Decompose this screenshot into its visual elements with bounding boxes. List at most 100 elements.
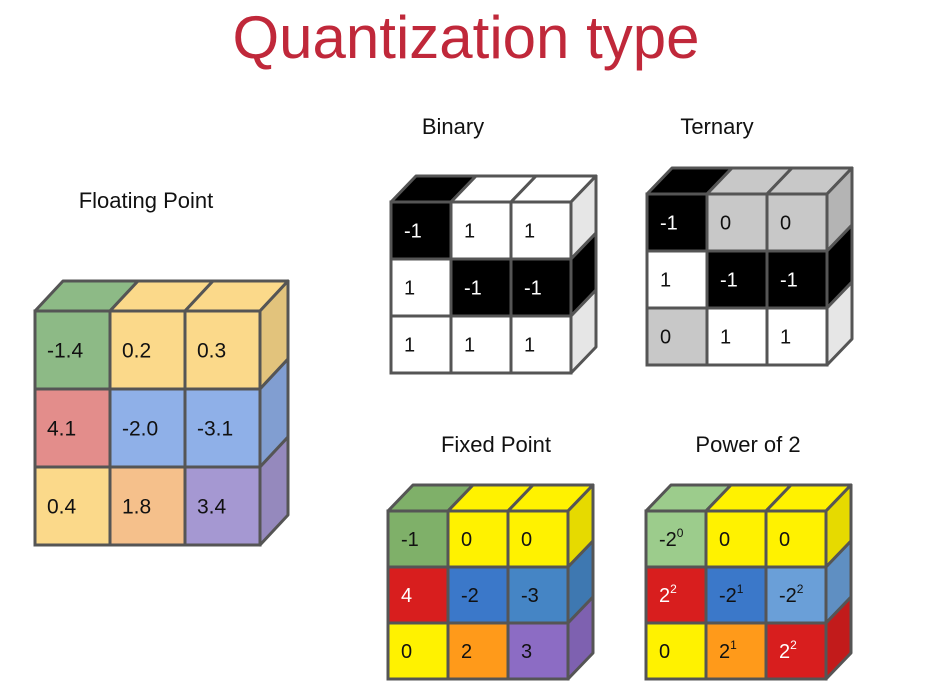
cell-value-text: 1 (464, 221, 475, 243)
floating-point-label: Floating Point (78, 188, 214, 213)
ternary-cell (765, 306, 829, 367)
cell-value-text: -2 (779, 585, 797, 607)
fixed-point-cell (446, 509, 510, 569)
power-of-2-cell-value: -22 (779, 582, 804, 607)
binary-cell (449, 200, 513, 261)
fixed-point-cell-value: 2 (461, 641, 472, 663)
fixed-point-cell-value: 0 (461, 529, 472, 551)
binary-label: Binary (421, 114, 485, 139)
fixed-point-label: Fixed Point (440, 432, 552, 457)
cell-value-text: -2.0 (122, 418, 158, 441)
fixed-point-cell (386, 565, 450, 625)
cell-exponent: 2 (670, 582, 677, 596)
cell-value-text: 0 (779, 529, 790, 551)
cell-value-text: -1 (720, 270, 738, 292)
binary-cell-value: 1 (524, 221, 535, 243)
fixed-point-cell-value: 4 (401, 585, 412, 607)
cell-value-text: -2 (461, 585, 479, 607)
binary-cell (449, 314, 513, 375)
cell-value-text: 0 (660, 327, 671, 349)
binary-cell-value: -1 (464, 278, 482, 300)
ternary-cell-value: 1 (720, 327, 731, 349)
cell-value-text: 4 (401, 585, 412, 607)
cell-value-text: 1 (720, 327, 731, 349)
fixed-point-cell-value: -3 (521, 585, 539, 607)
ternary-cell (765, 192, 829, 253)
floating-point-cell-value: -1.4 (47, 340, 84, 363)
ternary-cell (645, 249, 709, 310)
power-of-2-label: Power of 2 (695, 432, 801, 457)
power-of-2-cell-value: 21 (719, 638, 737, 663)
cell-value-text: 0.3 (197, 340, 226, 363)
binary-cell-value: 1 (464, 221, 475, 243)
cell-value-text: 3 (521, 641, 532, 663)
floating-point-cell (108, 309, 187, 391)
cell-value-text: 1 (524, 221, 535, 243)
cell-value-text: 1 (464, 335, 475, 357)
ternary-cell-value: 1 (660, 270, 671, 292)
cell-value-text: -3 (521, 585, 539, 607)
ternary-cell (765, 249, 829, 310)
power-of-2-cell (644, 621, 708, 681)
cell-exponent: 1 (737, 582, 744, 596)
floating-point-cell-value: 0.2 (122, 340, 151, 363)
ternary-cell (645, 192, 709, 253)
fixed-point-cell (506, 621, 570, 681)
page-title: Quantization type (232, 4, 700, 71)
cell-value-text: -2 (719, 585, 737, 607)
power-of-2-cell-value: 22 (659, 582, 677, 607)
cell-value-text: -1 (780, 270, 798, 292)
binary-cell (509, 200, 573, 261)
floating-point-cell-value: 3.4 (197, 496, 227, 519)
binary-cell-value: 1 (464, 335, 475, 357)
power-of-2-cell-value: -20 (659, 526, 684, 551)
binary-cell (389, 200, 453, 261)
binary-cell-value: -1 (524, 278, 542, 300)
floating-point-cell (108, 465, 187, 547)
fixed-point-cell-value: 0 (401, 641, 412, 663)
binary-cell-value: -1 (404, 221, 422, 243)
cell-value-text: 0 (461, 529, 472, 551)
binary-cell (389, 257, 453, 318)
cell-value-text: 2 (659, 585, 670, 607)
fixed-point-cell-value: -1 (401, 529, 419, 551)
cell-value-text: 0 (719, 529, 730, 551)
cell-value-text: -1 (660, 213, 678, 235)
floating-point-cell-value: -3.1 (197, 418, 233, 441)
cell-value-text: 4.1 (47, 418, 76, 441)
cell-value-text: -1 (524, 278, 542, 300)
binary-cell-value: 1 (404, 335, 415, 357)
binary-cell (389, 314, 453, 375)
cell-value-text: 2 (719, 641, 730, 663)
fixed-point-cell (506, 509, 570, 569)
power-of-2-cell (704, 509, 768, 569)
fixed-point-cell (446, 621, 510, 681)
fixed-point-cell (386, 621, 450, 681)
ternary-label: Ternary (680, 114, 754, 139)
ternary-cell-value: -1 (780, 270, 798, 292)
binary-cell (509, 257, 573, 318)
cell-value-text: 1 (404, 278, 415, 300)
cell-value-text: 0 (401, 641, 412, 663)
ternary-cell (645, 306, 709, 367)
ternary-cell (705, 249, 769, 310)
cell-value-text: 2 (461, 641, 472, 663)
power-of-2-cell (764, 565, 828, 625)
floating-point-cell-value: 1.8 (122, 496, 151, 519)
ternary-cell (705, 306, 769, 367)
ternary-cell-value: 0 (720, 213, 731, 235)
cell-value-text: -1 (464, 278, 482, 300)
power-of-2-cell-value: 22 (779, 638, 797, 663)
cell-value-text: 1 (404, 335, 415, 357)
cell-value-text: 0 (659, 641, 670, 663)
fixed-point-cell-value: -2 (461, 585, 479, 607)
power-of-2-cell-value: 0 (779, 529, 790, 551)
ternary-cell-value: 0 (780, 213, 791, 235)
cell-exponent: 2 (797, 582, 804, 596)
ternary-cell-value: -1 (660, 213, 678, 235)
